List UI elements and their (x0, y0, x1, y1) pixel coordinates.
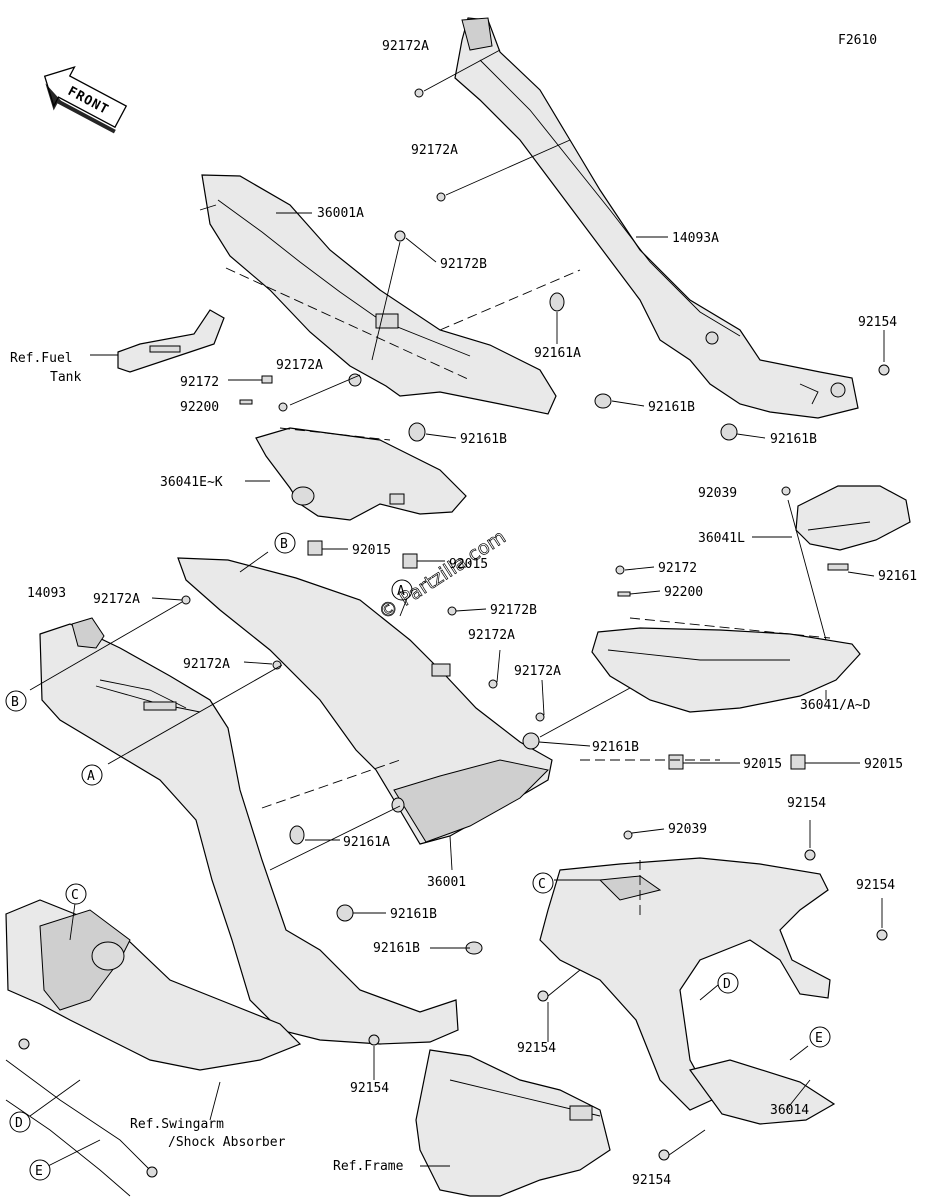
part-label: 36041/A~D (800, 698, 871, 713)
part-label: 92172A (276, 358, 323, 373)
callout-a-upper: A (391, 579, 413, 601)
reference-labels: Ref.Fuel Tank Ref.Swingarm /Shock Absorb… (10, 351, 404, 1174)
part-label: 92161B (460, 432, 507, 447)
svg-text:A: A (397, 584, 405, 599)
part-label: 92161B (770, 432, 817, 447)
part-label: 92154 (787, 796, 826, 811)
part-label: 92200 (180, 400, 219, 415)
part-label: 92161B (592, 740, 639, 755)
cover-36041l (795, 485, 911, 551)
callout-c-right: C (532, 872, 554, 894)
part-label: 92172 (180, 375, 219, 390)
part-label: 92015 (864, 757, 903, 772)
svg-text:C: C (71, 888, 79, 903)
ref-fuel-tank-label: Ref.Fuel (10, 351, 73, 366)
callout-c-left: C (65, 883, 87, 905)
bracket-36001a (201, 174, 557, 415)
frame-bracket (415, 1049, 611, 1197)
part-label: 92154 (858, 315, 897, 330)
part-label: 36001 (427, 875, 466, 890)
part-label: 36001A (317, 206, 364, 221)
svg-text:B: B (280, 537, 288, 552)
part-label: 36041E~K (160, 475, 223, 490)
part-label: 92039 (668, 822, 707, 837)
part-label: 92039 (698, 486, 737, 501)
cover-36001 (177, 557, 553, 845)
callout-b-lower: B (5, 690, 27, 712)
part-label: 14093 (27, 586, 66, 601)
rear-cowl (539, 857, 836, 1125)
swingarm-frame (5, 899, 302, 1197)
ref-frame-label: Ref.Frame (333, 1159, 404, 1174)
part-label: 92172B (440, 257, 487, 272)
callout-a-lower: A (81, 764, 103, 786)
part-label: 92161A (534, 346, 581, 361)
cover-14093a (454, 17, 859, 419)
callout-d-right: D (717, 972, 739, 994)
part-label: 92200 (664, 585, 703, 600)
part-label: 92172 (658, 561, 697, 576)
ref-fuel-tank-label-2: Tank (50, 370, 81, 385)
part-label: 92172A (514, 664, 561, 679)
svg-text:B: B (11, 695, 19, 710)
part-label: 92161B (648, 400, 695, 415)
diagram-id: F2610 (838, 33, 877, 48)
alignment-lines (225, 267, 831, 920)
callout-e-right: E (809, 1026, 831, 1048)
callout-d-left: D (9, 1111, 31, 1133)
part-label: 92015 (743, 757, 782, 772)
fuel-tank-bracket (117, 309, 225, 373)
part-labels: 92172A 92172A 36001A 14093A 92172B 92154… (27, 39, 917, 1188)
part-label: 92172A (411, 143, 458, 158)
part-label: 92172A (382, 39, 429, 54)
svg-text:E: E (35, 1164, 43, 1179)
part-label: 36014 (770, 1103, 809, 1118)
part-label: 92015 (449, 557, 488, 572)
part-label: 92172A (93, 592, 140, 607)
cover-36041e-k (255, 427, 467, 521)
leader-lines (29, 49, 885, 1167)
svg-text:D: D (723, 977, 731, 992)
callout-e-left: E (29, 1159, 51, 1181)
part-label: 92015 (352, 543, 391, 558)
part-label: 92161B (373, 941, 420, 956)
svg-text:A: A (87, 769, 95, 784)
part-label: 36041L (698, 531, 745, 546)
part-label: 92154 (517, 1041, 556, 1056)
front-arrow-icon: FRONT (43, 66, 128, 134)
cover-36041-a-d (591, 627, 861, 713)
part-label: 92172A (183, 657, 230, 672)
part-label: 14093A (672, 231, 719, 246)
ref-shock-absorber-label: /Shock Absorber (168, 1135, 286, 1150)
part-label: 92161 (878, 569, 917, 584)
svg-text:E: E (815, 1031, 823, 1046)
hardware (181, 88, 890, 1161)
part-label: 92154 (856, 878, 895, 893)
callout-b-upper: B (274, 532, 296, 554)
svg-text:C: C (538, 877, 546, 892)
cover-14093 (39, 617, 459, 1045)
part-label: 92172A (468, 628, 515, 643)
ref-swingarm-label: Ref.Swingarm (130, 1117, 224, 1132)
part-label: 92161B (390, 907, 437, 922)
part-label: 92161A (343, 835, 390, 850)
part-label: 92172B (490, 603, 537, 618)
part-label: 92154 (350, 1081, 389, 1096)
part-label: 92154 (632, 1173, 671, 1188)
svg-text:D: D (15, 1116, 23, 1131)
